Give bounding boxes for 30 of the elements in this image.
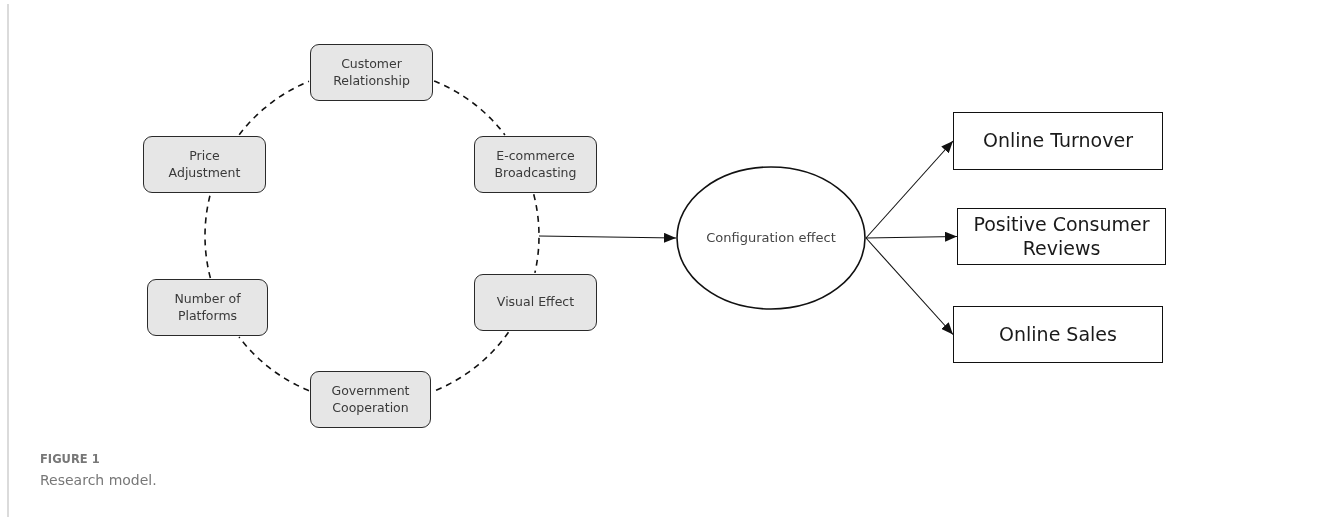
node-label: E-commerce Broadcasting xyxy=(493,147,578,182)
factor-box xyxy=(474,274,597,331)
node-label: Online Sales xyxy=(998,322,1118,347)
outcome-box xyxy=(953,306,1163,363)
factor-box xyxy=(143,136,266,193)
node-label: Configuration effect xyxy=(705,228,837,247)
dashed-connector xyxy=(238,336,310,392)
node-label: Price Adjustment xyxy=(167,147,242,182)
node-label: Government Cooperation xyxy=(330,382,411,417)
node-label: Online Turnover xyxy=(982,129,1134,153)
figure-number: FIGURE 1 xyxy=(40,452,100,466)
outcome-box xyxy=(957,208,1166,265)
arrow xyxy=(865,140,954,239)
node-label: Positive Consumer Reviews xyxy=(972,212,1151,261)
node-label: Number of Platforms xyxy=(173,290,242,325)
dashed-connector xyxy=(532,193,540,274)
figure-caption: Research model. xyxy=(40,472,157,488)
factor-box xyxy=(474,136,597,193)
node-label: Customer Relationship xyxy=(332,55,411,90)
arrow xyxy=(865,231,958,242)
dashed-connector xyxy=(238,80,310,136)
dashed-connector xyxy=(433,80,506,136)
factor-box xyxy=(310,371,431,428)
arrow xyxy=(865,237,954,336)
arrow xyxy=(538,232,677,243)
factor-box xyxy=(310,44,433,101)
dashed-connector xyxy=(204,193,212,279)
outcome-box xyxy=(953,112,1163,170)
node-label: Visual Effect xyxy=(495,294,576,311)
factor-box xyxy=(147,279,268,336)
